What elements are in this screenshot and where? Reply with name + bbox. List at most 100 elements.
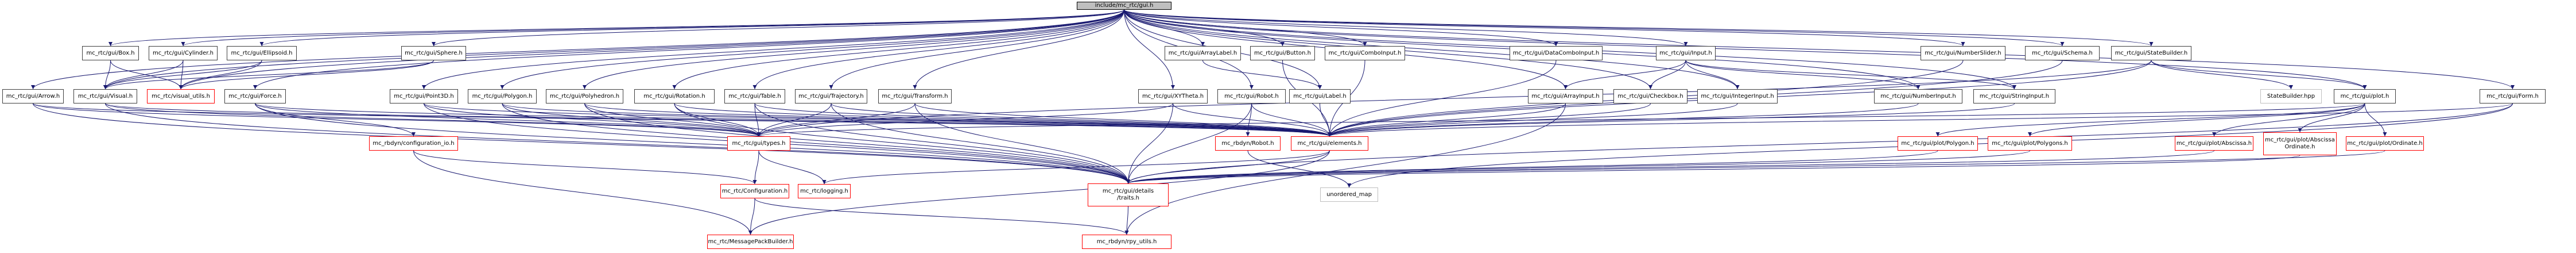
node-numberslider[interactable]: mc_rtc/gui/NumberSlider.h: [1921, 46, 2005, 60]
edge-form-to-traits: [1126, 103, 2513, 184]
edge-root-to-transform: [913, 9, 1124, 90]
node-statebuilder[interactable]: mc_rtc/gui/StateBuilder.h: [2111, 46, 2191, 60]
node-traits[interactable]: mc_rtc/gui/details /traits.h: [1088, 183, 1169, 206]
node-plot-abscissa[interactable]: mc_rtc/gui/plot/Abscissa.h: [2175, 136, 2253, 151]
edge-root-to-polygon: [500, 9, 1124, 90]
node-sphere[interactable]: mc_rtc/gui/Sphere.h: [401, 46, 466, 60]
node-ellipsoid[interactable]: mc_rtc/gui/Ellipsoid.h: [227, 46, 297, 60]
edge-transform-to-elements: [914, 103, 1332, 137]
edge-polygon-to-elements: [502, 103, 1332, 137]
edge-point3d-to-elements: [424, 103, 1332, 137]
node-numberinput[interactable]: mc_rtc/gui/NumberInput.h: [1874, 89, 1962, 103]
node-messagepackbuilder[interactable]: mc_rtc/MessagePackBuilder.h: [707, 235, 794, 249]
edge-rotation-to-elements: [674, 103, 1332, 137]
node-arraylabel[interactable]: mc_rtc/gui/ArrayLabel.h: [1165, 46, 1241, 60]
node-rotation[interactable]: mc_rtc/gui/Rotation.h: [634, 89, 715, 103]
node-plot-polygon[interactable]: mc_rtc/gui/plot/Polygon.h: [1898, 136, 1978, 151]
edge-trajectory-to-elements: [831, 103, 1332, 137]
edge-root-to-schema: [1124, 9, 2065, 47]
node-plot[interactable]: mc_rtc/gui/plot.h: [2334, 89, 2396, 103]
edge-trajectory-to-types: [756, 103, 832, 137]
edge-plot-abscissa-to-traits: [1126, 150, 2214, 184]
edge-root-to-integerinput: [1124, 9, 1740, 90]
node-table[interactable]: mc_rtc/gui/Table.h: [724, 89, 785, 103]
node-types[interactable]: mc_rtc/gui/types.h: [727, 136, 790, 151]
node-robot[interactable]: mc_rtc/gui/Robot.h: [1217, 89, 1286, 103]
node-polyhedron[interactable]: mc_rtc/gui/Polyhedron.h: [546, 89, 623, 103]
node-logging[interactable]: mc_rtc/logging.h: [798, 184, 851, 198]
edge-table-to-elements: [754, 103, 1332, 137]
node-schema[interactable]: mc_rtc/gui/Schema.h: [2025, 46, 2100, 60]
node-polygon[interactable]: mc_rtc/gui/Polygon.h: [468, 89, 537, 103]
node-root[interactable]: include/mc_rtc/gui.h: [1077, 2, 1171, 10]
node-integerinput[interactable]: mc_rtc/gui/IntegerInput.h: [1697, 89, 1778, 103]
node-plot-abscissaordinate[interactable]: mc_rtc/gui/plot/Abscissa Ordinate.h: [2263, 132, 2337, 155]
node-rbdyn-robot[interactable]: mc_rbdyn/Robot.h: [1215, 136, 1281, 151]
edge-plot-polygons-to-traits: [1126, 150, 2030, 184]
node-rpy-utils[interactable]: mc_rbdyn/rpy_utils.h: [1082, 235, 1171, 249]
edge-root-to-cylinder: [181, 9, 1124, 47]
edge-visual-to-traits: [105, 103, 1130, 184]
edge-polygon-to-types: [502, 103, 761, 137]
edge-root-to-visual: [103, 9, 1124, 90]
edge-root-to-plot: [1124, 9, 2367, 90]
node-form[interactable]: mc_rtc/gui/Form.h: [2480, 89, 2546, 103]
node-statebuilder-hpp: StateBuilder.hpp: [2260, 89, 2322, 103]
node-elements[interactable]: mc_rtc/gui/elements.h: [1291, 136, 1368, 151]
edge-ellipsoid-to-visual-utils: [179, 60, 262, 90]
edge-root-to-polyhedron: [583, 9, 1124, 90]
edge-robot-to-traits: [1126, 103, 1252, 184]
edge-plot-polygon-to-traits: [1126, 150, 1938, 184]
node-transform[interactable]: mc_rtc/gui/Transform.h: [878, 89, 952, 103]
edge-ellipsoid-to-visual: [103, 60, 262, 90]
node-checkbox[interactable]: mc_rtc/gui/Checkbox.h: [1613, 89, 1687, 103]
edge-root-to-numberslider: [1124, 9, 1965, 47]
edge-configuration-to-messagepackbuilder: [748, 198, 755, 235]
edge-force-to-elements: [255, 103, 1332, 137]
edge-polyhedron-to-types: [584, 103, 761, 137]
edge-force-to-types: [255, 103, 761, 137]
node-box[interactable]: mc_rtc/gui/Box.h: [82, 46, 139, 60]
edge-checkbox-to-elements: [1328, 103, 1651, 137]
edge-integerinput-to-elements: [1328, 103, 1738, 137]
node-comboinput[interactable]: mc_rtc/gui/ComboInput.h: [1325, 46, 1405, 60]
edge-polyhedron-to-elements: [584, 103, 1332, 137]
edge-polygon-to-traits: [502, 103, 1130, 184]
node-plot-ordinate[interactable]: mc_rtc/gui/plot/Ordinate.h: [2346, 136, 2424, 151]
edge-plot-to-plot-abscissaordinate: [2298, 103, 2365, 133]
node-force[interactable]: mc_rtc/gui/Force.h: [224, 89, 286, 103]
node-unordered-map: unordered_map: [1320, 187, 1378, 202]
edge-arrayinput-to-elements: [1328, 103, 1566, 137]
edge-statebuilder-to-plot: [2151, 60, 2367, 90]
edge-transform-to-traits: [914, 103, 1130, 184]
edge-elements-to-logging: [822, 150, 1330, 185]
node-arrayinput[interactable]: mc_rtc/gui/ArrayInput.h: [1528, 89, 1603, 103]
node-xytheta[interactable]: mc_rtc/gui/XYTheta.h: [1138, 89, 1208, 103]
node-datacomboinput[interactable]: mc_rtc/gui/DataComboInput.h: [1510, 46, 1603, 60]
node-cylinder[interactable]: mc_rtc/gui/Cylinder.h: [149, 46, 218, 60]
node-input[interactable]: mc_rtc/gui/Input.h: [1656, 46, 1716, 60]
node-point3d[interactable]: mc_rtc/gui/Point3D.h: [390, 89, 458, 103]
node-plot-polygons[interactable]: mc_rtc/gui/plot/Polygons.h: [1988, 136, 2072, 151]
edge-rbdyn-robot-to-unordered-map: [1247, 150, 1351, 188]
edge-root-to-rotation: [672, 9, 1124, 90]
node-arrow[interactable]: mc_rtc/gui/Arrow.h: [2, 89, 64, 103]
node-button[interactable]: mc_rtc/gui/Button.h: [1250, 46, 1315, 60]
node-visual[interactable]: mc_rtc/gui/Visual.h: [73, 89, 137, 103]
edge-force-to-configuration-io: [255, 103, 416, 137]
edge-datacomboinput-to-elements: [1328, 60, 1557, 137]
edge-configuration-io-to-configuration: [413, 150, 757, 185]
edge-plot-to-plot-abscissa: [2212, 103, 2365, 137]
node-trajectory[interactable]: mc_rtc/gui/Trajectory.h: [795, 89, 867, 103]
edge-arraylabel-to-label: [1202, 60, 1322, 90]
edge-input-to-integerinput: [1685, 60, 1740, 90]
edge-root-to-ellipsoid: [259, 9, 1124, 47]
node-stringinput[interactable]: mc_rtc/gui/StringInput.h: [1973, 89, 2055, 103]
node-label[interactable]: mc_rtc/gui/Label.h: [1289, 89, 1351, 103]
node-configuration-io[interactable]: mc_rbdyn/configuration_io.h: [369, 136, 458, 151]
node-configuration[interactable]: mc_rtc/Configuration.h: [720, 184, 789, 198]
node-visual-utils[interactable]: mc_rtc/visual_utils.h: [147, 89, 215, 103]
edge-sphere-to-visual-utils: [179, 60, 434, 90]
